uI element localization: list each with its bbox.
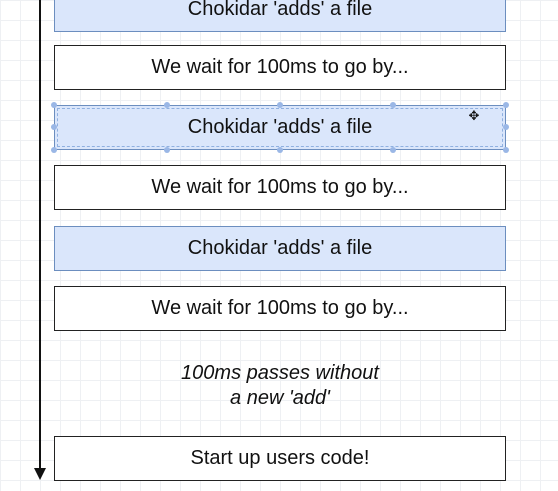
timeline-arrow-line [39,0,41,470]
selection-handle[interactable] [390,102,396,108]
step-start-users-code[interactable]: Start up users code! [54,436,506,481]
selection-handle[interactable] [503,147,509,153]
timeout-note: 100ms passes without a new 'add' [54,361,506,411]
step-wait-3[interactable]: We wait for 100ms to go by... [54,286,506,331]
step-label: Chokidar 'adds' a file [187,0,373,20]
note-line-1: 100ms passes without [181,362,379,384]
step-label: Chokidar 'adds' a file [187,116,373,138]
selection-handle[interactable] [390,147,396,153]
step-chokidar-add-1[interactable]: Chokidar 'adds' a file [54,0,506,32]
selection-handle[interactable] [277,102,283,108]
step-label: We wait for 100ms to go by... [151,176,409,198]
move-cursor-icon: ✥ [468,108,480,123]
selection-handle[interactable] [51,124,57,130]
step-chokidar-add-2[interactable]: Chokidar 'adds' a file [54,105,506,150]
timeline-arrowhead-icon [34,468,46,480]
selection-handle[interactable] [503,124,509,130]
step-label: We wait for 100ms to go by... [151,297,409,319]
selection-handle[interactable] [51,147,57,153]
selection-handle[interactable] [164,147,170,153]
selection-handle[interactable] [164,102,170,108]
note-line-2: a new 'add' [230,387,330,409]
step-chokidar-add-3[interactable]: Chokidar 'adds' a file [54,226,506,271]
step-wait-1[interactable]: We wait for 100ms to go by... [54,45,506,90]
selection-handle[interactable] [51,102,57,108]
step-wait-2[interactable]: We wait for 100ms to go by... [54,165,506,210]
selection-handle[interactable] [503,102,509,108]
selection-handle[interactable] [277,147,283,153]
step-label: We wait for 100ms to go by... [151,56,409,78]
step-label: Start up users code! [190,447,370,469]
step-label: Chokidar 'adds' a file [187,237,373,259]
